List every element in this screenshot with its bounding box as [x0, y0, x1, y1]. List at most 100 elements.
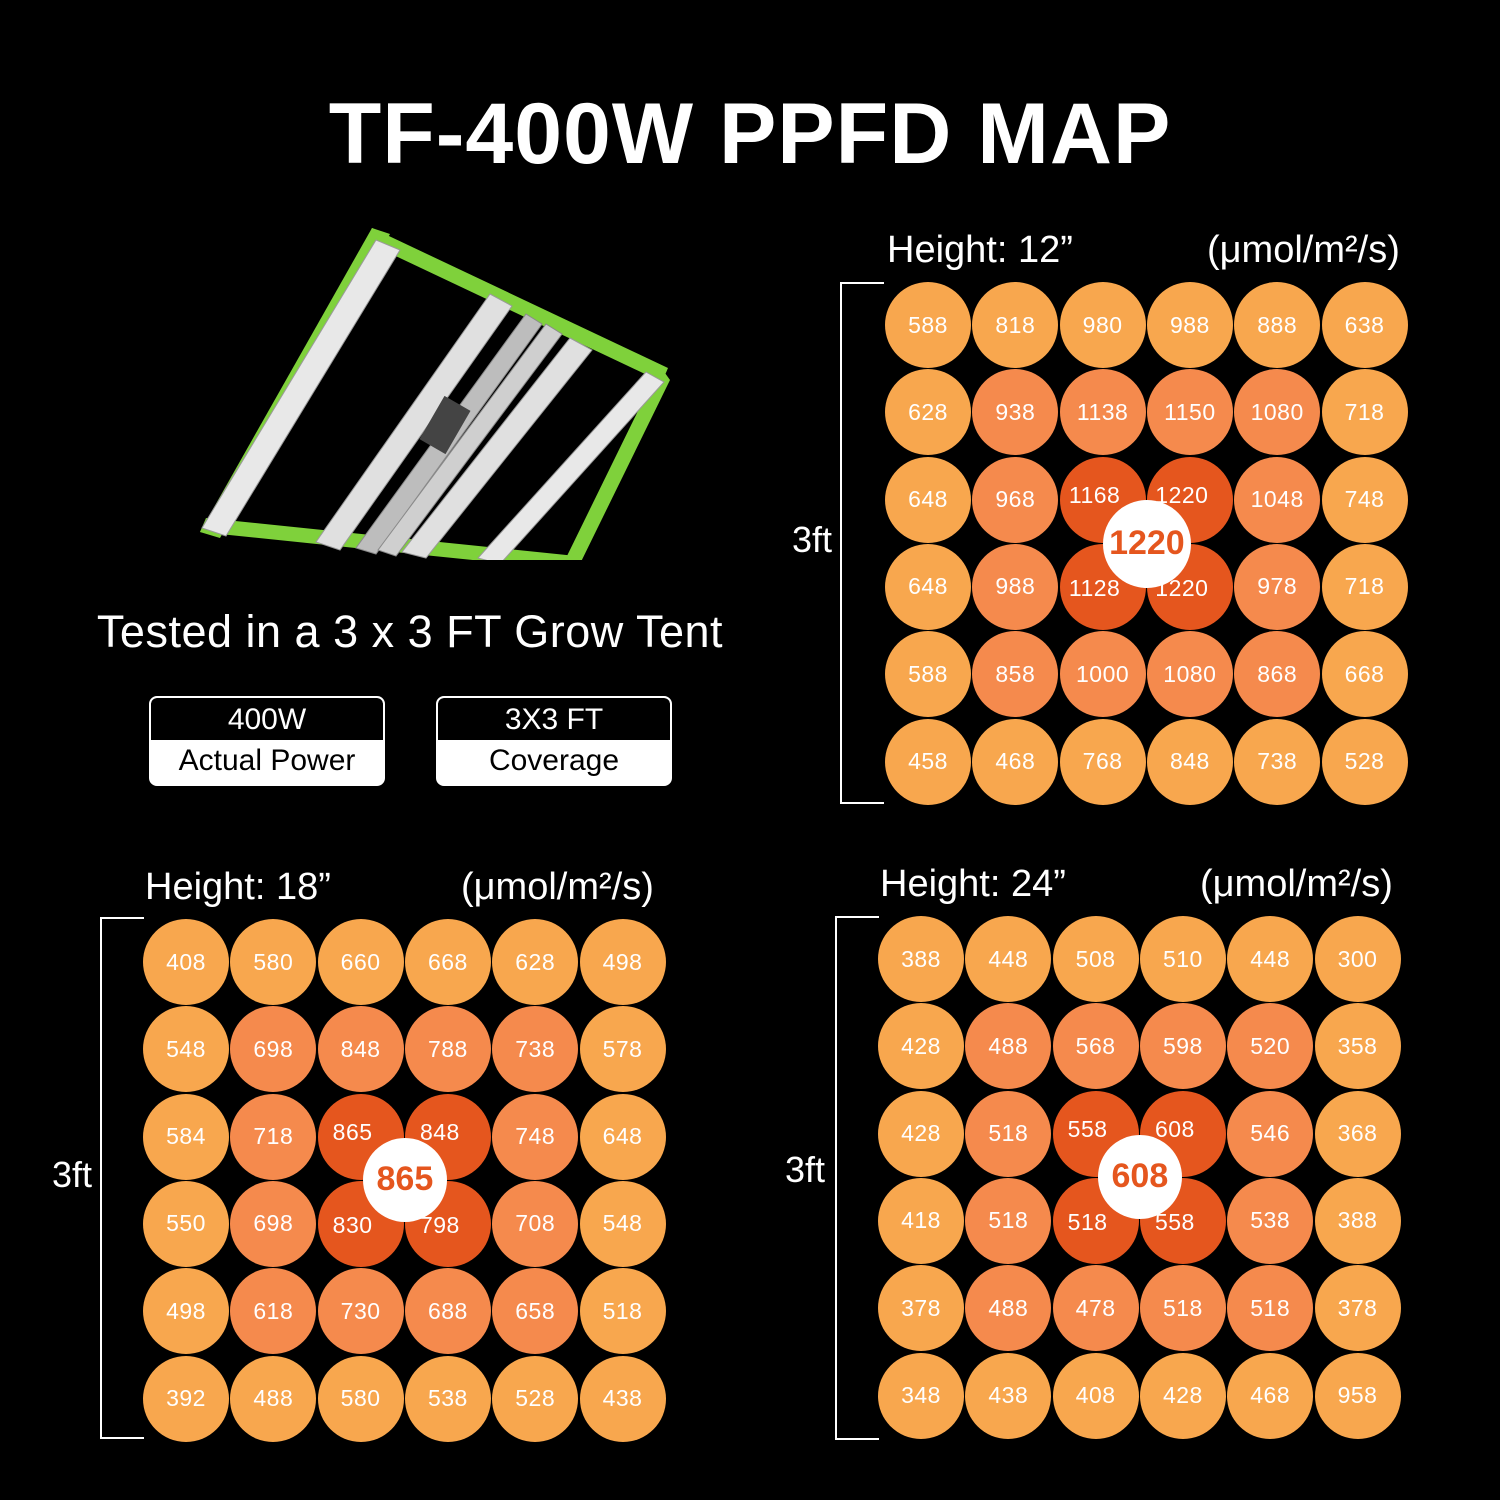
- ppfd-cell: 584: [143, 1093, 229, 1180]
- ppfd-cell: 388: [878, 916, 964, 1002]
- ppfd-cell: 568: [1052, 1003, 1139, 1090]
- ppfd-cell: 638: [1321, 282, 1408, 368]
- ppfd-cell: 510: [1139, 916, 1226, 1002]
- ppfd-cell: 438: [965, 1352, 1052, 1439]
- ppfd-cell: 548: [579, 1180, 666, 1267]
- ppfd-cell: 546: [1227, 1090, 1314, 1177]
- ppfd-cell: 392: [143, 1355, 229, 1442]
- dimension-label: 3ft: [52, 1154, 93, 1195]
- ppfd-cell: 438: [579, 1355, 666, 1442]
- ppfd-cell: 1220: [1146, 543, 1233, 630]
- ppfd-cell: 528: [492, 1355, 579, 1442]
- test-condition-text: Tested in a 3 x 3 FT Grow Tent: [96, 606, 724, 657]
- peak-value-badge: 1220: [1102, 499, 1191, 588]
- power-badge-value: 400W: [151, 698, 383, 740]
- ppfd-cell: 588: [885, 282, 971, 368]
- dimension-bracket: [100, 917, 144, 1439]
- ppfd-cell: 818: [972, 282, 1059, 368]
- ppfd-cell: 498: [143, 1268, 229, 1355]
- dimension-bracket: [835, 916, 879, 1440]
- ppfd-cell: 660: [317, 919, 404, 1005]
- dimension-label: 3ft: [785, 1149, 826, 1190]
- ppfd-cell: 538: [404, 1355, 491, 1442]
- power-badge: 400W Actual Power: [149, 696, 385, 786]
- ppfd-cell: 978: [1234, 543, 1321, 630]
- power-badge-label: Actual Power: [178, 744, 356, 777]
- ppfd-cell: 518: [579, 1268, 666, 1355]
- ppfd-cell: 518: [965, 1090, 1052, 1177]
- ppfd-cell: 1048: [1234, 456, 1321, 543]
- ppfd-cell: 888: [1234, 282, 1321, 368]
- ppfd-cell: 648: [579, 1093, 666, 1180]
- ppfd-cell: 788: [404, 1006, 491, 1093]
- map-title: Height: 24”: [880, 863, 1066, 905]
- ppfd-cell: 508: [1052, 916, 1139, 1002]
- ppfd-cell: 548: [143, 1006, 229, 1093]
- page-title: TF-400W PPFD MAP: [328, 86, 1172, 182]
- ppfd-cell: 730: [317, 1268, 404, 1355]
- ppfd-cell: 1128: [1059, 543, 1146, 630]
- ppfd-cell: 628: [492, 919, 579, 1005]
- ppfd-cell: 718: [1321, 543, 1408, 630]
- peak-value-badge: 608: [1097, 1134, 1182, 1219]
- ppfd-cell: 768: [1059, 718, 1146, 805]
- ppfd-cell: 468: [1227, 1352, 1314, 1439]
- map-title: Height: 12”: [887, 229, 1073, 271]
- ppfd-cell: 1080: [1234, 369, 1321, 456]
- ppfd-cell: 848: [1146, 718, 1233, 805]
- ppfd-cell: 448: [965, 916, 1052, 1002]
- ppfd-cell: 528: [1321, 718, 1408, 805]
- ppfd-cell: 738: [492, 1006, 579, 1093]
- ppfd-cell: 688: [404, 1268, 491, 1355]
- ppfd-cell: 348: [878, 1352, 964, 1439]
- ppfd-cell: 578: [579, 1006, 666, 1093]
- ppfd-cell: 698: [230, 1180, 317, 1267]
- ppfd-cell: 598: [1139, 1003, 1226, 1090]
- ppfd-cell: 448: [1227, 916, 1314, 1002]
- map-unit: (μmol/m²/s): [1207, 229, 1400, 271]
- ppfd-cell: 938: [972, 369, 1059, 456]
- fixture-bars: [201, 239, 665, 560]
- ppfd-cell: 478: [1052, 1265, 1139, 1352]
- ppfd-cell: 618: [230, 1268, 317, 1355]
- ppfd-cell: 300: [1314, 916, 1401, 1002]
- ppfd-cell: 718: [1321, 369, 1408, 456]
- ppfd-cell: 358: [1314, 1003, 1401, 1090]
- map-unit: (μmol/m²/s): [461, 866, 654, 908]
- ppfd-cell: 518: [965, 1177, 1052, 1264]
- ppfd-cell: 988: [1146, 282, 1233, 368]
- ppfd-cell: 428: [878, 1003, 964, 1090]
- ppfd-cell: 958: [1314, 1352, 1401, 1439]
- dimension-bracket: [840, 282, 884, 804]
- ppfd-cell: 458: [885, 718, 971, 805]
- ppfd-cell: 388: [1314, 1177, 1401, 1264]
- ppfd-cell: 378: [878, 1265, 964, 1352]
- ppfd-cell: 550: [143, 1180, 229, 1267]
- ppfd-cell: 968: [972, 456, 1059, 543]
- coverage-badge-value: 3X3 FT: [438, 698, 670, 740]
- ppfd-cell: 468: [972, 718, 1059, 805]
- ppfd-cell: 988: [972, 543, 1059, 630]
- ppfd-cell: 408: [1052, 1352, 1139, 1439]
- ppfd-cell: 1138: [1059, 369, 1146, 456]
- ppfd-cell: 498: [579, 919, 666, 1005]
- ppfd-cell: 488: [230, 1355, 317, 1442]
- ppfd-cell: 488: [965, 1265, 1052, 1352]
- ppfd-cell: 748: [492, 1093, 579, 1180]
- ppfd-cell: 408: [143, 919, 229, 1005]
- ppfd-cell: 538: [1227, 1177, 1314, 1264]
- ppfd-cell: 518: [1227, 1265, 1314, 1352]
- ppfd-cell: 428: [878, 1090, 964, 1177]
- ppfd-cell: 868: [1234, 631, 1321, 718]
- ppfd-cell: 748: [1321, 456, 1408, 543]
- ppfd-cell: 648: [885, 456, 971, 543]
- ppfd-cell: 658: [492, 1268, 579, 1355]
- ppfd-cell: 1080: [1146, 631, 1233, 718]
- map-unit: (μmol/m²/s): [1200, 863, 1393, 905]
- ppfd-cell: 368: [1314, 1090, 1401, 1177]
- ppfd-cell: 668: [404, 919, 491, 1005]
- peak-value-badge: 865: [362, 1137, 447, 1222]
